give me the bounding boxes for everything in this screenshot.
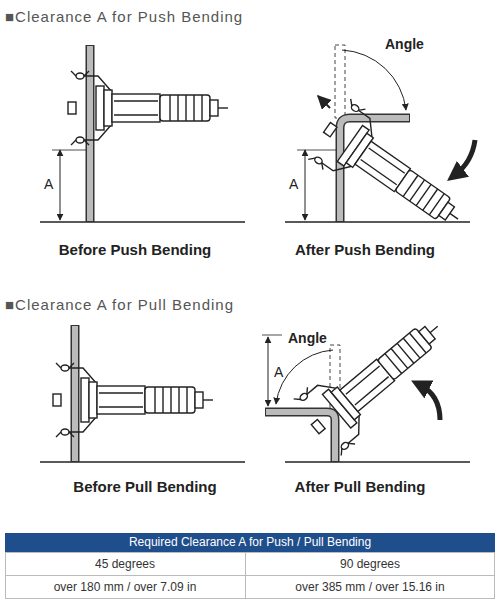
figure-caption: After Push Bending xyxy=(295,241,435,259)
after-push-figure xyxy=(285,45,479,249)
figure-caption: Before Pull Bending xyxy=(73,478,216,496)
table-cell: over 385 mm / over 15.16 in xyxy=(295,580,444,594)
table-cell: over 180 mm / over 7.09 in xyxy=(54,580,197,594)
figure-caption: After Pull Bending xyxy=(295,478,426,496)
before-pull-figure xyxy=(40,325,245,462)
clearance-table xyxy=(5,533,495,599)
dimension-label: A xyxy=(44,176,53,193)
section-heading: ■Clearance A for Pull Bending xyxy=(5,296,234,314)
section-heading: ■Clearance A for Push Bending xyxy=(5,8,243,26)
table-header: Required Clearance A for Push / Pull Ben… xyxy=(129,535,371,549)
after-pull-figure xyxy=(262,298,470,462)
angle-label: Angle xyxy=(385,36,424,53)
before-push-figure xyxy=(40,45,245,222)
dimension-label: A xyxy=(274,364,283,381)
angle-label: Angle xyxy=(288,330,327,347)
dimension-label: A xyxy=(289,176,298,193)
table-cell: 90 degrees xyxy=(340,557,400,571)
figure-caption: Before Push Bending xyxy=(59,241,212,259)
table-cell: 45 degrees xyxy=(95,557,155,571)
